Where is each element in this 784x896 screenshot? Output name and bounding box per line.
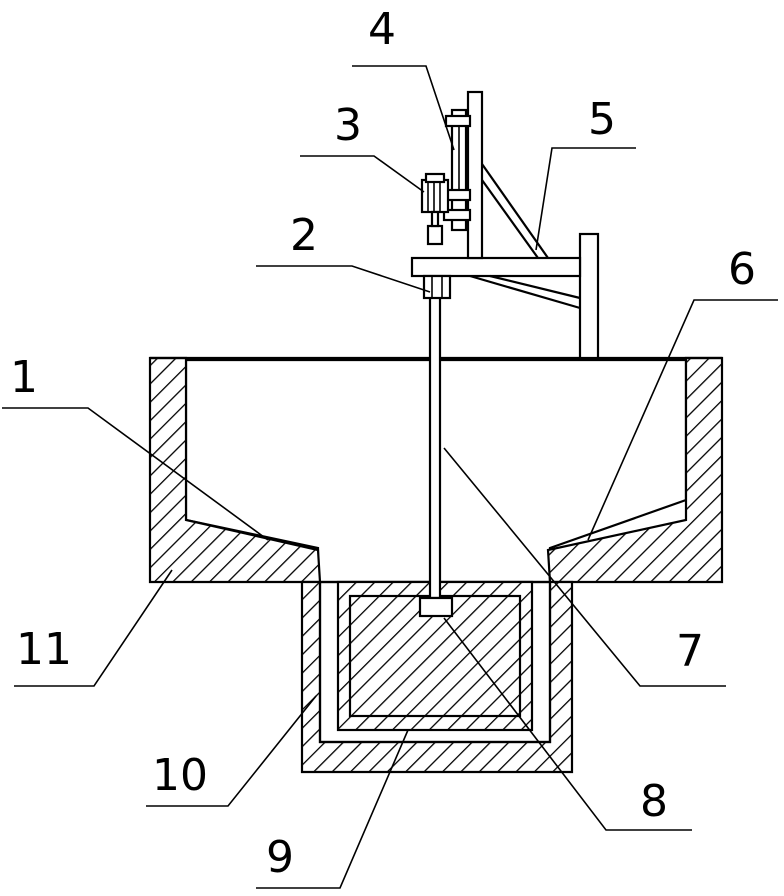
tall-post (466, 90, 484, 260)
diagonal-brace-lower-a (469, 274, 581, 310)
stirring-paddle (418, 596, 454, 618)
left-wall (148, 356, 322, 584)
label-9: 9 (266, 832, 294, 883)
stirring-shaft-assembly (418, 294, 454, 618)
leader-2 (256, 265, 431, 293)
motor-body (420, 178, 450, 214)
label-4: 4 (368, 4, 396, 55)
leader-1 (2, 407, 269, 541)
label-11: 11 (16, 624, 72, 675)
leader-6 (587, 299, 778, 541)
label-3: 3 (334, 100, 362, 151)
stirring-shaft (428, 294, 442, 600)
label-2: 2 (290, 210, 318, 261)
label-5: 5 (588, 94, 616, 145)
motor-neck (430, 210, 440, 228)
lifting-screw (442, 108, 472, 232)
diagonal-brace-upper-a (481, 163, 549, 259)
horizontal-beam (410, 256, 582, 278)
leader-9 (256, 729, 409, 889)
leader-10 (146, 695, 317, 807)
right-post (578, 232, 600, 360)
label-6: 6 (728, 244, 756, 295)
leader-11 (14, 569, 173, 687)
screw-top-cap (444, 114, 472, 128)
diagonal-brace-upper-b (481, 179, 539, 259)
support-frame (410, 90, 600, 360)
motor (420, 172, 450, 246)
shaft-coupling (422, 274, 452, 300)
coupling-block (422, 274, 452, 300)
label-8: 8 (640, 776, 668, 827)
screw-block-lower (442, 208, 472, 222)
callout-labels: 4 3 2 5 6 1 11 7 10 8 9 (10, 4, 756, 883)
motor-cap (424, 172, 446, 184)
right-wall (546, 356, 724, 584)
leader-7 (443, 447, 726, 687)
label-1: 1 (10, 352, 38, 403)
motor-coupling (426, 224, 444, 246)
label-10: 10 (152, 750, 208, 801)
leader-5 (535, 147, 636, 251)
leader-lines (2, 65, 778, 889)
leader-3 (300, 155, 425, 193)
leader-8 (443, 617, 692, 831)
diagonal-brace-lower-b (489, 274, 581, 300)
label-7: 7 (676, 626, 704, 677)
leader-4 (352, 65, 455, 151)
